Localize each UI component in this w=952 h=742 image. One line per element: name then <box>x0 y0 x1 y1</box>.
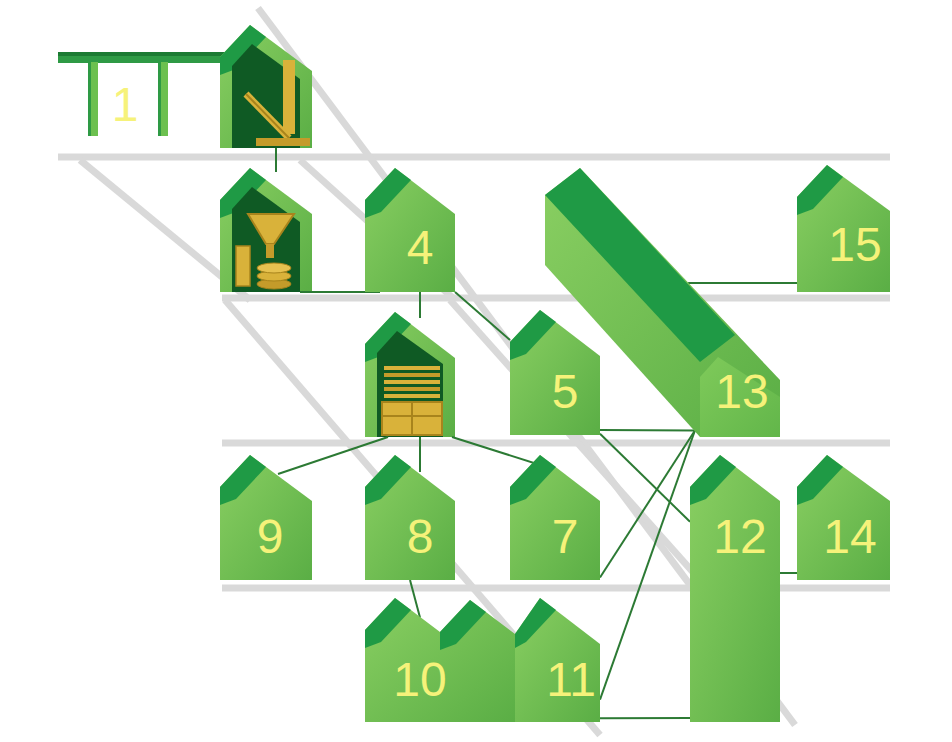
node-number: 15 <box>828 221 881 269</box>
process-house: 14 <box>797 455 890 580</box>
house-face <box>797 165 843 215</box>
house-face <box>365 168 411 218</box>
house-face <box>690 455 780 722</box>
house-face <box>510 455 600 580</box>
process-house: 10 <box>365 598 515 722</box>
flow-line <box>780 572 797 574</box>
node-number: 7 <box>552 513 579 561</box>
flow-line <box>455 292 510 340</box>
node-number: 1 <box>112 81 139 129</box>
house-face <box>545 168 780 437</box>
process-house: 12 <box>690 455 780 722</box>
house-face <box>365 598 515 722</box>
house-face <box>440 600 486 650</box>
grey-grid <box>58 8 890 735</box>
flow-line <box>600 430 695 577</box>
process-house: 4 <box>365 168 455 292</box>
house-face <box>510 310 556 360</box>
node-number: 4 <box>407 224 434 272</box>
node-number: 10 <box>393 656 446 704</box>
flow-line <box>600 429 695 431</box>
house-face <box>515 598 556 648</box>
process-house: 15 <box>797 165 890 292</box>
house-face <box>797 165 890 292</box>
node-number: 11 <box>546 656 596 704</box>
process-house: 7 <box>510 455 600 580</box>
house-face <box>545 168 735 362</box>
house-face <box>365 455 455 580</box>
mill-house <box>220 168 312 292</box>
screen-house <box>365 312 455 437</box>
node-number: 5 <box>552 368 579 416</box>
flow-line <box>600 430 695 699</box>
house-face <box>700 357 780 437</box>
house-face <box>510 455 556 505</box>
house-face <box>797 455 890 580</box>
node-number: 13 <box>715 368 768 416</box>
process-house: 1 <box>80 60 180 145</box>
node-number: 9 <box>257 513 284 561</box>
process-house: 8 <box>365 455 455 580</box>
process-house: 13 <box>545 165 780 437</box>
flow-line <box>688 282 797 284</box>
house-outline <box>690 455 780 722</box>
house-face <box>220 455 266 505</box>
flow-line <box>600 717 690 719</box>
house-face <box>797 455 843 505</box>
process-house: 9 <box>220 455 312 580</box>
process-house: 11 <box>515 598 600 722</box>
house-face <box>510 310 600 435</box>
house-face <box>220 455 312 580</box>
house-face <box>365 598 411 648</box>
crusher-house <box>220 25 312 148</box>
house-face <box>690 455 736 505</box>
node-number: 8 <box>407 513 434 561</box>
node-number: 14 <box>823 513 876 561</box>
house-face <box>365 168 455 292</box>
house-face <box>365 455 411 505</box>
process-house: 5 <box>510 310 600 435</box>
node-number: 12 <box>713 513 766 561</box>
house-face <box>515 598 600 722</box>
